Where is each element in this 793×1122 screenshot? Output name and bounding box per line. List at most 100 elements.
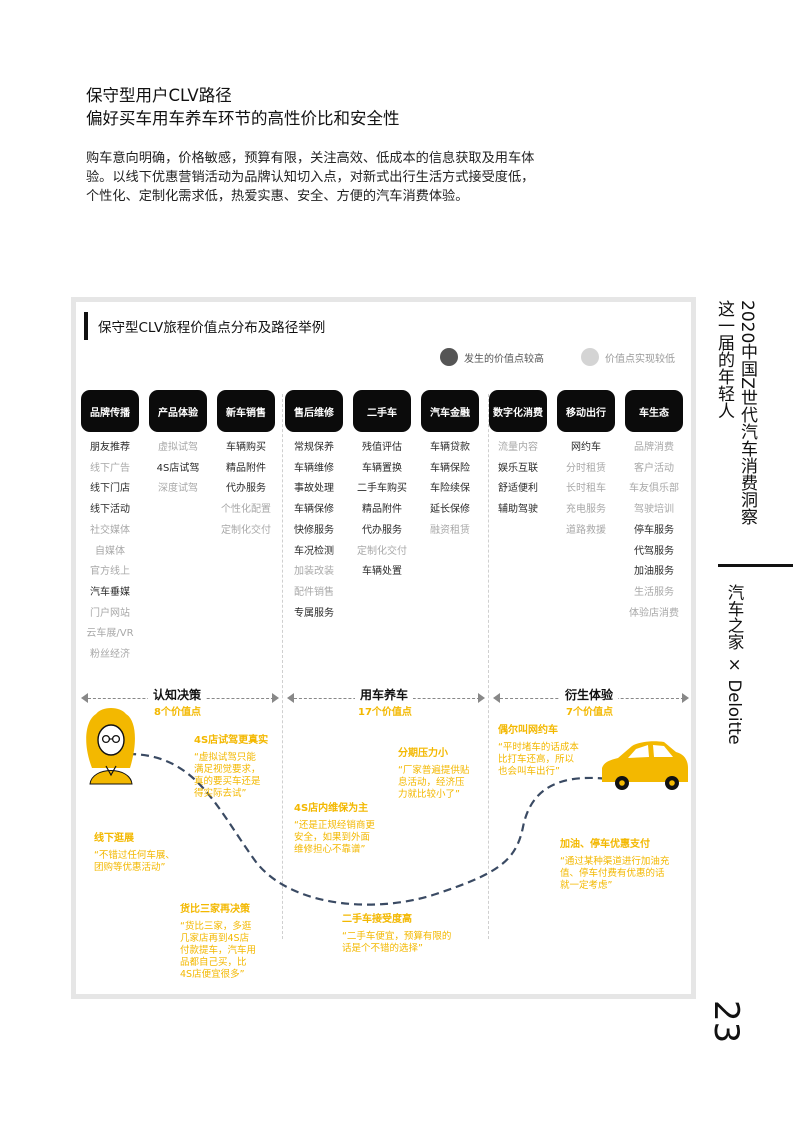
journey-curve <box>127 752 617 906</box>
value-point-item: 代驾服务 <box>634 545 674 557</box>
quote-line: 值、停车付费有优惠的话 <box>560 868 665 879</box>
legend-low-dot-icon <box>581 348 599 366</box>
range-arrow-left-icon <box>81 693 88 703</box>
quote-line: “虚拟试驾只能 <box>194 752 256 763</box>
annotation-4s-maintenance: 4S店内维保为主 “还是正规经销商更 安全，如果到外面 维修担心不靠谱” <box>294 802 375 856</box>
annotation-4s-test-drive: 4S店试驾更真实 “虚拟试驾只能 满足视觉要求， 真的要买车还是 得实际去试” <box>194 734 268 800</box>
legend-low: 价值点实现较低 <box>581 348 675 366</box>
column-separator <box>488 394 489 939</box>
value-point-item: 朋友推荐 <box>90 442 130 453</box>
stage-item-list: 流量内容娱乐互联舒适便利辅助驾驶 <box>478 438 558 521</box>
quote-line: “厂家普遍提供贴 <box>398 765 470 776</box>
column-separator <box>282 394 283 939</box>
annotation-quote: “厂家普遍提供贴 息活动，经济压 力就比较小了” <box>398 765 469 801</box>
value-point-item: 车辆保险 <box>430 462 470 474</box>
value-point-item: 云车展/VR <box>86 628 134 640</box>
sidebar-divider <box>718 564 793 567</box>
title-block: 保守型用户CLV路径 偏好买车用车养车环节的高性价比和安全性 <box>86 84 400 130</box>
annotation-compare-shops: 货比三家再决策 “货比三家，多逛 几家店再到4S店 付款提车，汽车用 品都自己买… <box>180 903 256 981</box>
stage-header: 移动出行 <box>557 390 615 432</box>
stage-header: 汽车金融 <box>421 390 479 432</box>
value-point-item: 车辆置换 <box>362 462 402 474</box>
value-point-item: 代办服务 <box>226 483 266 495</box>
value-point-item: 线下广告 <box>90 462 130 474</box>
value-point-item: 车友俱乐部 <box>629 483 679 495</box>
page-number: 23 <box>706 1000 746 1044</box>
value-point-item: 车况检测 <box>294 545 334 557</box>
value-point-item: 自媒体 <box>95 545 125 557</box>
stage-item-list: 车辆购买精品附件代办服务个性化配置定制化交付 <box>206 438 286 542</box>
annotation-title: 加油、停车优惠支付 <box>560 839 650 850</box>
annotation-quote: “平时堵车的话成本 比打车还高，所以 也会叫车出行” <box>498 742 579 778</box>
stage-header: 车生态 <box>625 390 683 432</box>
value-point-item: 粉丝经济 <box>90 649 130 661</box>
range-arrow-right-icon <box>272 693 279 703</box>
value-point-item: 融资租赁 <box>430 524 470 536</box>
quote-line: “还是正规经销商更 <box>294 820 375 831</box>
stage-header: 品牌传播 <box>81 390 139 432</box>
quote-line: 4S店便宜很多” <box>180 969 245 980</box>
value-point-item: 车辆购买 <box>226 442 266 453</box>
annotation-title: 4S店内维保为主 <box>294 803 369 814</box>
value-point-item: 深度试驾 <box>158 483 198 495</box>
stage-header: 数字化消费 <box>489 390 547 432</box>
value-point-item: 定制化交付 <box>221 524 271 536</box>
range-count: 17个价值点 <box>358 707 412 718</box>
card-title: 保守型CLV旅程价值点分布及路径举例 <box>98 320 326 336</box>
value-point-item: 延长保修 <box>430 504 470 516</box>
value-point-item: 精品附件 <box>362 504 402 516</box>
range-count: 7个价值点 <box>566 707 613 718</box>
annotation-quote: “不错过任何车展、 团购等优惠活动” <box>94 850 175 874</box>
stage-header: 售后维修 <box>285 390 343 432</box>
value-point-item: 驾驶培训 <box>634 504 674 516</box>
stage-item-list: 车辆贷款车辆保险车险续保延长保修融资租赁 <box>410 438 490 542</box>
legend-high-label: 发生的价值点较高 <box>464 353 544 365</box>
sidebar-brand: 汽车之家 × Deloitte <box>725 584 744 745</box>
annotation-title: 货比三家再决策 <box>180 904 250 915</box>
range-label: 衍生体验 <box>560 686 619 703</box>
stage-header: 二手车 <box>353 390 411 432</box>
stage-item-list: 朋友推荐线下广告线下门店线下活动社交媒体自媒体官方线上汽车垂媒门户网站云车展/V… <box>70 438 150 666</box>
value-point-item: 专属服务 <box>294 607 334 619</box>
value-point-item: 娱乐互联 <box>498 462 538 474</box>
sidebar-subtitle-2: 2020中国Z世代汽车消费洞察 <box>737 300 757 525</box>
stage-item-list: 品牌消费客户活动车友俱乐部驾驶培训停车服务代驾服务加油服务生活服务体验店消费 <box>614 438 694 624</box>
value-point-item: 残值评估 <box>362 442 402 453</box>
value-point-item: 体验店消费 <box>629 607 679 619</box>
annotation-title: 分期压力小 <box>398 748 448 759</box>
annotation-offline-show: 线下逛展 “不错过任何车展、 团购等优惠活动” <box>94 832 175 874</box>
value-point-item: 道路救援 <box>566 524 606 536</box>
value-point-item: 4S店试驾 <box>156 462 200 474</box>
page-subtitle: 偏好买车用车养车环节的高性价比和安全性 <box>86 109 400 128</box>
range-label: 认知决策 <box>148 686 207 703</box>
annotation-installment: 分期压力小 “厂家普遍提供贴 息活动，经济压 力就比较小了” <box>398 747 469 801</box>
quote-line: 安全，如果到外面 <box>294 832 371 843</box>
value-point-item: 配件销售 <box>294 586 334 598</box>
range-arrow-right-icon <box>478 693 485 703</box>
car-icon <box>602 741 688 790</box>
value-point-item: 车辆贷款 <box>430 442 470 453</box>
value-point-item: 停车服务 <box>634 524 674 536</box>
quote-line: 比打车还高，所以 <box>498 754 575 765</box>
value-point-item: 虚拟试驾 <box>158 442 198 453</box>
journey-card: 保守型CLV旅程价值点分布及路径举例 发生的价值点较高 价值点实现较低 品牌传播… <box>76 302 691 994</box>
value-point-item: 加油服务 <box>634 566 674 578</box>
value-point-item: 客户活动 <box>634 462 674 474</box>
range-arrow-right-icon <box>682 693 689 703</box>
legend-high-dot-icon <box>440 348 458 366</box>
quote-line: “货比三家，多逛 <box>180 921 252 932</box>
value-point-item: 加装改装 <box>294 566 334 578</box>
quote-line: 满足视觉要求， <box>194 764 261 775</box>
value-point-item: 车辆处置 <box>362 566 402 578</box>
quote-line: 也会叫车出行” <box>498 766 560 777</box>
stage-item-list: 虚拟试驾 4S店试驾深度试驾 <box>138 438 218 500</box>
value-point-item: 代办服务 <box>362 524 402 536</box>
annotation-title: 偶尔叫网约车 <box>498 725 558 736</box>
value-point-item: 事故处理 <box>294 483 334 495</box>
stage-item-list: 常规保养车辆维修事故处理车辆保修快修服务车况检测加装改装配件销售专属服务 <box>274 438 354 624</box>
quote-line: 话是个不错的选择” <box>342 943 423 954</box>
value-point-item: 定制化交付 <box>357 545 407 557</box>
annotation-quote: “虚拟试驾只能 满足视觉要求， 真的要买车还是 得实际去试” <box>194 752 268 800</box>
quote-line: “不错过任何车展、 <box>94 850 175 861</box>
value-point-item: 二手车购买 <box>357 483 407 495</box>
